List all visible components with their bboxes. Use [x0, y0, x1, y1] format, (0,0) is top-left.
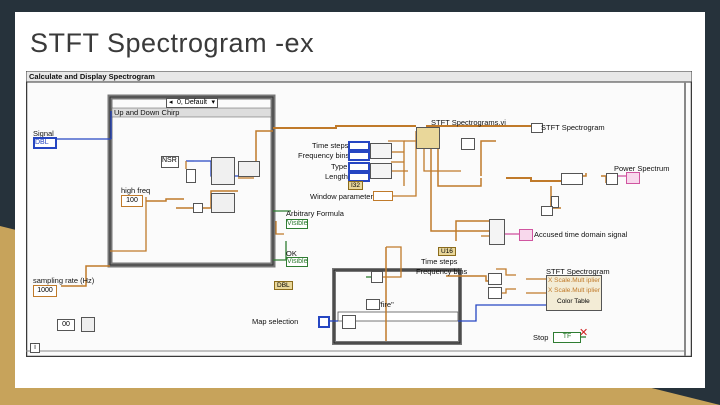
arbitrary-formula-visible[interactable]: Visible: [286, 219, 308, 229]
signal-type: DBL: [35, 139, 49, 146]
visible-label-2: Visible: [287, 258, 308, 265]
high-freq-value: 100: [126, 197, 138, 204]
stop-button[interactable]: TF: [553, 332, 581, 343]
case-label: Up and Down Chirp: [114, 108, 180, 117]
visible-label-1: Visible: [287, 220, 308, 227]
freq-bins-control[interactable]: [348, 151, 370, 161]
stft-indicator-label: STFT Spectrogram: [541, 123, 605, 132]
map-selection-control[interactable]: [318, 316, 330, 328]
fire-label: "fire": [378, 300, 394, 309]
type-label: Type: [331, 162, 348, 171]
sampling-rate-value: 1000: [37, 287, 53, 294]
time-steps-control[interactable]: [348, 141, 370, 151]
freq-bins-b-label: Frequency bins: [416, 267, 468, 276]
chirp-generator-node: [211, 157, 235, 185]
numeric-constant-value: 00: [62, 321, 70, 328]
case-structure-selector: [342, 315, 356, 329]
length-label: Length: [325, 172, 348, 181]
freq-bins-label: Frequency bins: [298, 151, 350, 160]
pill-dbl: DBL: [274, 281, 293, 290]
accused-signal-terminal: [519, 229, 533, 241]
noise-generator-node: [211, 193, 235, 213]
array-size-node: [551, 196, 559, 208]
divide-node: [371, 271, 383, 283]
signal-label: Signal: [33, 129, 54, 138]
stft-indicator-terminal: [531, 123, 543, 133]
info-icon: i: [30, 343, 40, 353]
pill-i32: I32: [348, 181, 364, 190]
window-title: Calculate and Display Spectrogram: [29, 72, 155, 81]
ok-visible[interactable]: Visible: [286, 257, 308, 267]
pill-u16: U16: [438, 247, 456, 256]
map-selection-label: Map selection: [252, 317, 299, 326]
ok-label: OK: [286, 249, 297, 258]
stop-terminal-icon: ✕: [579, 327, 589, 339]
window-param-label: Window parameter: [310, 192, 373, 201]
divide-node-b: [488, 273, 502, 285]
arbitrary-formula-label: Arbitrary Formula: [286, 209, 344, 218]
signal-control[interactable]: DBL: [33, 137, 57, 149]
window-param-control[interactable]: [373, 191, 393, 201]
power-spectrum-node: [606, 173, 618, 185]
x-mult-2: X Scale.Mult iplier: [548, 287, 601, 294]
x-mult-1: X Scale.Mult iplier: [548, 277, 601, 284]
type-control[interactable]: [348, 162, 370, 172]
signal-builder-node: [238, 161, 260, 177]
high-freq-control[interactable]: 100: [121, 195, 143, 207]
case-selector-arrow-left: ◂: [169, 99, 173, 106]
scalar-node: [541, 206, 553, 216]
slide-title: STFT Spectrogram -ex: [30, 28, 315, 58]
stft-vi-node: [416, 127, 440, 149]
stop-label: Stop: [533, 333, 549, 342]
bundle-node-a: [370, 143, 392, 159]
nsr-label: NSR: [162, 157, 177, 164]
color-table: Color Table: [557, 298, 590, 305]
block-diagram: Calculate and Display Spectrogram ◂ 0, D…: [26, 71, 692, 357]
nsr-constant[interactable]: NSR: [161, 156, 179, 168]
info-glyph: i: [34, 344, 36, 351]
wait-timer-icon: [81, 317, 95, 332]
stft-property-node: X Scale.Mult iplier X Scale.Mult iplier …: [546, 275, 602, 311]
power-spectrum-label: Power Spectrum: [614, 164, 670, 173]
time-steps-b-label: Time steps: [421, 257, 458, 266]
multiply-node: [193, 203, 203, 213]
index-array-node: [461, 138, 475, 150]
power-spectrum-terminal: [626, 172, 640, 184]
divide-node-c: [488, 287, 502, 299]
stop-value: TF: [562, 333, 572, 340]
case-selector-arrow-down: ▾: [211, 99, 215, 106]
sampling-rate-control[interactable]: 1000: [33, 285, 57, 297]
numeric-constant[interactable]: 00: [57, 319, 75, 331]
case-selector-value: 0, Default: [177, 99, 207, 106]
stft-cluster-label: STFT Spectrogram: [546, 267, 610, 276]
fire-selector[interactable]: [366, 299, 380, 310]
time-steps-label: Time steps: [312, 141, 349, 150]
build-array-node: [186, 169, 196, 183]
accused-signal-label: Accused time domain signal: [534, 230, 628, 239]
select-node: [489, 219, 505, 245]
transpose-node: [561, 173, 583, 185]
sampling-rate-label: sampling rate (Hz): [33, 276, 95, 285]
case-selector[interactable]: ◂ 0, Default ▾: [166, 98, 218, 108]
bundle-node-b: [370, 163, 392, 179]
high-freq-label: high freq: [121, 186, 151, 195]
stft-vi-label: STFT Spectrograms.vi: [431, 118, 506, 127]
